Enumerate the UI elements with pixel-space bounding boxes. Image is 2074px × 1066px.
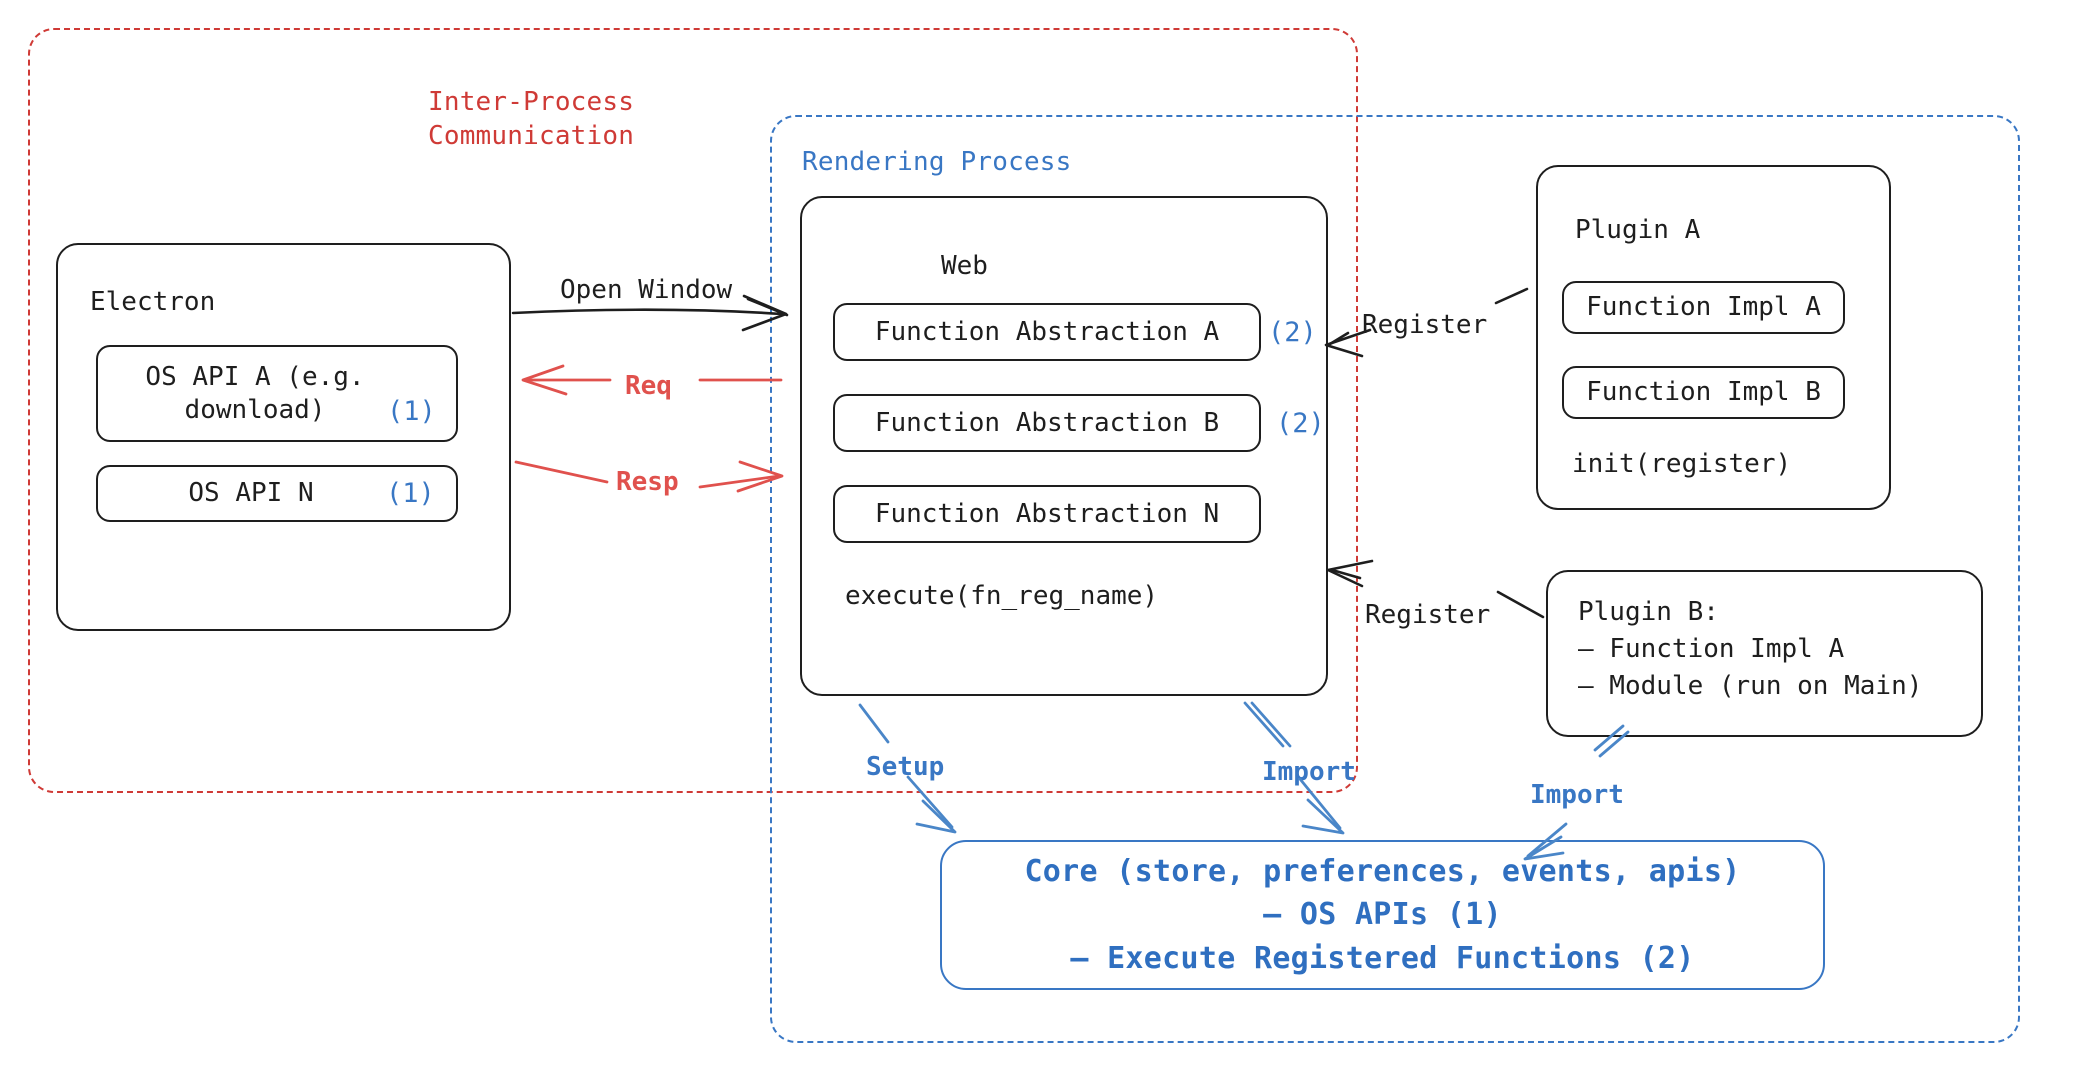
req-label: Req xyxy=(625,371,672,401)
core-line-1: Core (store, preferences, events, apis) xyxy=(1024,853,1741,889)
function-abstraction-n-box: Function Abstraction N xyxy=(833,485,1261,543)
function-abstraction-b-box: Function Abstraction B xyxy=(833,394,1261,452)
os-api-n-box: OS API N xyxy=(96,465,458,522)
os-api-a-label: OS API A (e.g. download) xyxy=(145,362,365,425)
os-api-n-label: OS API N xyxy=(188,478,314,509)
region-rendering-process-label: Rendering Process xyxy=(802,147,1072,177)
core-line-3: — Execute Registered Functions (2) xyxy=(1070,940,1695,976)
function-abstraction-b-label: Function Abstraction B xyxy=(874,407,1220,438)
function-abstraction-b-badge: (2) xyxy=(1276,408,1325,439)
function-abstraction-a-badge: (2) xyxy=(1268,317,1317,348)
resp-label: Resp xyxy=(616,467,679,497)
function-abstraction-n-label: Function Abstraction N xyxy=(874,498,1220,529)
core-box: Core (store, preferences, events, apis) … xyxy=(940,840,1825,990)
function-abstraction-a-label: Function Abstraction A xyxy=(874,316,1220,347)
plugin-a-box: Plugin A xyxy=(1536,165,1891,510)
plugin-a-title: Plugin A xyxy=(1575,215,1701,245)
os-api-n-badge: (1) xyxy=(386,478,435,509)
register-plugin-a-label: Register xyxy=(1362,310,1488,340)
os-api-a-badge: (1) xyxy=(387,396,436,427)
import-web-label: Import xyxy=(1262,757,1356,787)
core-text: Core (store, preferences, events, apis) … xyxy=(942,842,1823,988)
setup-label: Setup xyxy=(866,752,945,782)
open-window-label: Open Window xyxy=(560,275,733,305)
plugin-a-init-label: init(register) xyxy=(1572,449,1792,479)
web-title: Web xyxy=(941,251,988,281)
os-api-a-box: OS API A (e.g. download) xyxy=(96,345,458,442)
import-plugin-label: Import xyxy=(1530,780,1624,810)
region-rendering-process xyxy=(770,115,2020,1043)
function-abstraction-a-box: Function Abstraction A xyxy=(833,303,1261,361)
electron-title: Electron xyxy=(90,287,216,317)
web-execute-label: execute(fn_reg_name) xyxy=(845,581,1159,611)
plugin-b-box: Plugin B: — Function Impl A — Module (ru… xyxy=(1546,570,1983,737)
plugin-a-impl-b-label: Function Impl B xyxy=(1586,377,1821,408)
core-line-2: — OS APIs (1) xyxy=(1263,897,1502,933)
region-ipc-label: Inter-Process Communication xyxy=(428,87,635,152)
plugin-a-impl-a-box: Function Impl A xyxy=(1562,281,1845,334)
plugin-a-impl-b-box: Function Impl B xyxy=(1562,366,1845,419)
register-plugin-b-label: Register xyxy=(1365,600,1491,630)
region-inter-process-communication xyxy=(28,28,1358,793)
plugin-a-impl-a-label: Function Impl A xyxy=(1586,292,1821,323)
plugin-b-text: Plugin B: — Function Impl A — Module (ru… xyxy=(1578,597,1923,701)
